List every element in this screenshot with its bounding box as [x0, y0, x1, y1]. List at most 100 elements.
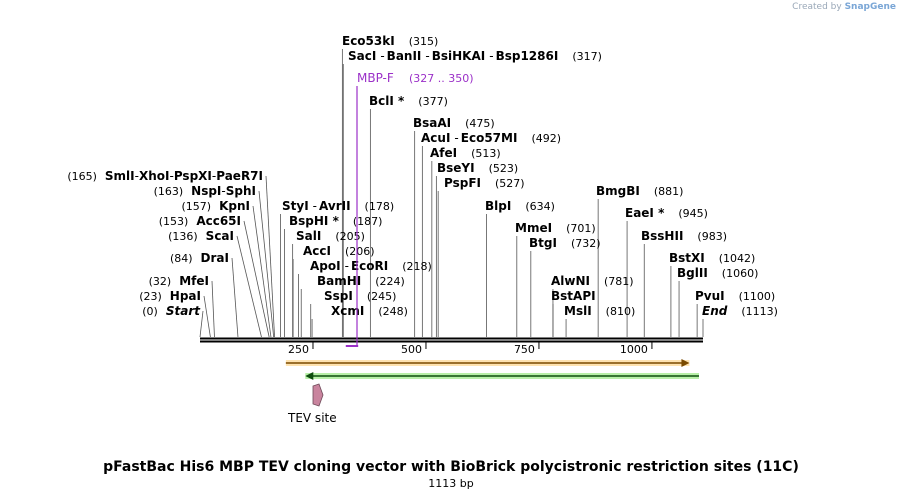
credit-prefix: Created by [792, 2, 842, 12]
site-separator: - [313, 199, 317, 213]
site-position: (492) [531, 132, 561, 145]
tev-site-marker [312, 383, 324, 407]
site-label-bsphi: BspHI * [289, 214, 340, 228]
site-position: (165) [67, 170, 97, 183]
site-position: (810) [606, 305, 636, 318]
site-connector [199, 310, 204, 338]
site-label-eco53ki: Eco53kI [342, 34, 395, 48]
sequence-map: 250 500 750 1000 PaeR7I - PspXI - XhoI - Sml… [67, 34, 778, 425]
site-position: (945) [678, 207, 708, 220]
site-label-bsp1286i: Bsp1286I [496, 49, 559, 63]
site-position: (317) [572, 50, 602, 63]
map-subtitle: 1113 bp [428, 477, 474, 490]
axis-tick-label: 1000 [620, 343, 648, 356]
site-label-bglii: BglII [677, 266, 708, 280]
site-connector [236, 235, 262, 338]
site-position: (157) [182, 200, 212, 213]
site-label-acc65i: Acc65I [196, 214, 241, 228]
site-label-apoi: ApoI [310, 259, 341, 273]
site-label-avrii: AvrII [319, 199, 351, 213]
site-label-saci: SacI [348, 49, 376, 63]
site-connector [231, 257, 239, 338]
axis-tick-label: 500 [401, 343, 422, 356]
site-label-bsihkai: BsiHKAI [432, 49, 486, 63]
site-label-sali: SalI [296, 229, 321, 243]
site-label-end: End [702, 304, 728, 318]
site-label-sphi: SphI [226, 184, 256, 198]
site-label-eco57mi: Eco57MI [461, 131, 518, 145]
site-label-btgi: BtgI [529, 236, 557, 250]
site-connector [252, 205, 272, 338]
site-position: (153) [159, 215, 189, 228]
site-position: (0) [142, 305, 158, 318]
site-label-styi: StyI [282, 199, 309, 213]
site-label-acui: AcuI [421, 131, 450, 145]
site-label-xhoi: XhoI [139, 169, 170, 183]
site-position: (881) [654, 185, 684, 198]
site-position: (513) [471, 147, 501, 160]
site-label-afei: AfeI [430, 146, 457, 160]
site-label-kpni: KpnI [219, 199, 250, 213]
site-position: (1060) [722, 267, 759, 280]
site-label-pvui: PvuI [695, 289, 725, 303]
site-position: (732) [571, 237, 601, 250]
axis-tick-label: 750 [514, 343, 535, 356]
site-label-sspi: SspI [324, 289, 353, 303]
site-position: (178) [365, 200, 395, 213]
site-position: (1113) [741, 305, 778, 318]
site-separator: - [135, 169, 139, 183]
site-separator: - [170, 169, 174, 183]
site-position: (206) [345, 245, 375, 258]
site-label-scai: ScaI [206, 229, 234, 243]
site-label-smli: SmlI [105, 169, 135, 183]
site-label-bamhi: BamHI [317, 274, 361, 288]
site-label-pspxi: PspXI [174, 169, 212, 183]
map-title: pFastBac His6 MBP TEV cloning vector wit… [103, 459, 799, 475]
site-position: (475) [465, 117, 495, 130]
site-label-eaei: EaeI * [625, 206, 665, 220]
site-position: (634) [525, 200, 555, 213]
site-position: (218) [402, 260, 432, 273]
tev-site-label: TEV site [287, 411, 337, 425]
site-connector [265, 175, 275, 338]
site-label-start: Start [166, 304, 201, 318]
site-position: (523) [489, 162, 519, 175]
primer-label: MBP-F [357, 71, 394, 85]
site-position: (163) [154, 185, 184, 198]
site-position: (527) [495, 177, 525, 190]
site-label-bsaai: BsaAI [413, 116, 451, 130]
site-label-paer7i: PaeR7I [216, 169, 263, 183]
site-separator: - [221, 184, 225, 198]
site-position: (245) [367, 290, 397, 303]
site-position: (224) [375, 275, 405, 288]
site-label-msli: MslI [564, 304, 592, 318]
primer-range: (327 .. 350) [409, 72, 474, 85]
site-position: (136) [168, 230, 198, 243]
site-label-nspi: NspI [191, 184, 221, 198]
site-separator: - [345, 259, 349, 273]
orange-feature-arrowhead [681, 359, 690, 367]
site-label-hpai: HpaI [170, 289, 201, 303]
site-position: (1100) [739, 290, 776, 303]
snapgene-credit: Created by SnapGene [792, 2, 896, 12]
site-position: (1042) [719, 252, 756, 265]
site-separator: - [425, 49, 429, 63]
axis-tick-label: 250 [288, 343, 309, 356]
site-separator: - [212, 169, 216, 183]
site-position: (315) [409, 35, 439, 48]
site-label-banii: BanII [387, 49, 422, 63]
site-position: (205) [335, 230, 365, 243]
green-feature-arrowhead [305, 372, 314, 380]
site-label-xcmi: XcmI [331, 304, 364, 318]
site-position: (983) [697, 230, 727, 243]
site-connector [211, 280, 215, 338]
site-label-mmei: MmeI [515, 221, 552, 235]
site-label-bseyi: BseYI [437, 161, 475, 175]
site-label-bsshii: BssHII [641, 229, 683, 243]
site-separator: - [380, 49, 384, 63]
site-label-mfei: MfeI [179, 274, 209, 288]
site-separator: - [454, 131, 458, 145]
site-position: (377) [418, 95, 448, 108]
site-position: (781) [604, 275, 634, 288]
site-position: (32) [149, 275, 172, 288]
